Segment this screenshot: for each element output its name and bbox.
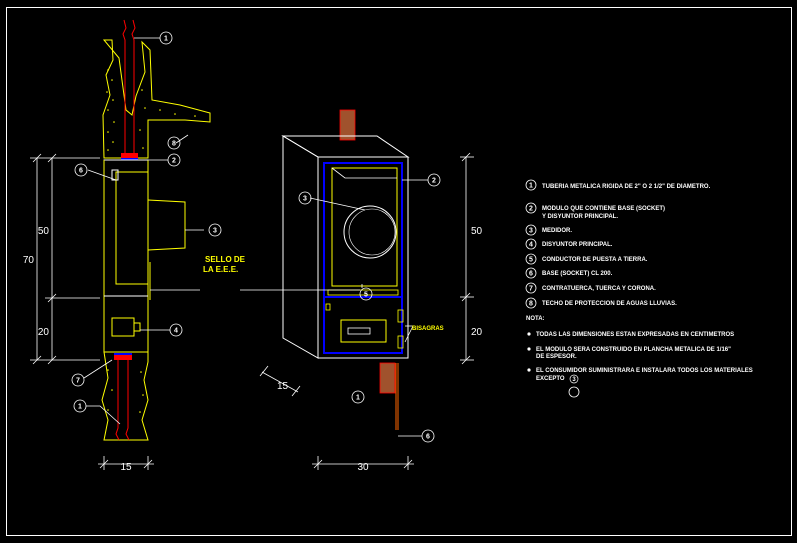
breaker-window [347, 327, 371, 335]
coupling-lower [114, 354, 132, 360]
balloon-6-iso: 6 [426, 434, 430, 441]
note-3-ref: 3 [572, 377, 576, 383]
box-front [317, 156, 409, 359]
balloon-7-left: 7 [76, 378, 80, 385]
dim-50-iso: 50 [471, 226, 483, 237]
legend-num-2: 2 [529, 206, 533, 213]
legend-num-4: 4 [529, 242, 533, 249]
lower-wall [101, 351, 149, 441]
legend-num-5: 5 [529, 257, 533, 264]
balloon-8-left: 8 [172, 141, 176, 148]
legend-text-3: MEDIDOR. [542, 228, 572, 234]
label-bisagras: BISAGRAS [412, 326, 444, 332]
conduit-lower [115, 360, 130, 441]
balloon-4-left: 4 [174, 328, 178, 335]
meter-profile [147, 199, 186, 251]
dim-20-left: 20 [38, 327, 50, 338]
upper-wall-hatch [106, 69, 196, 151]
dim-50-left: 50 [38, 226, 50, 237]
balloon-shapes [71, 31, 580, 443]
dim-20-iso: 20 [471, 327, 483, 338]
note-3b: EXCEPTO [536, 376, 565, 382]
legend-list: 1 TUBERIA METALICA RIGIDA DE 2" O 2 1/2"… [526, 183, 753, 384]
note-2: EL MODULO SERA CONSTRUIDO EN PLANCHA MET… [536, 347, 731, 353]
dimensions-left [30, 153, 154, 470]
upper-wall [102, 39, 211, 159]
breaker-section [111, 317, 135, 337]
balloon-1-iso: 1 [356, 395, 360, 402]
meter-box-section [103, 159, 149, 353]
note-1: TODAS LAS DIMENSIONES ESTAN EXPRESADAS E… [536, 332, 734, 338]
note-3: EL CONSUMIDOR SUMINISTRARA E INSTALARA T… [536, 368, 753, 374]
legend-num-7: 7 [529, 286, 533, 293]
legend-text-7: CONTRATUERCA, TUERCA Y CORONA. [542, 286, 656, 292]
legend-text-4: DISYUNTOR PRINCIPAL. [542, 242, 613, 248]
dimensions-iso [259, 152, 474, 470]
label-sello-line2: LA E.E.E. [203, 265, 238, 274]
nota-title: NOTA: [526, 316, 545, 322]
balloon-3-left: 3 [213, 228, 217, 235]
module-outline [323, 162, 403, 354]
balloon-2-left: 2 [172, 158, 176, 165]
coupling-upper [121, 153, 138, 159]
legend-text-8: TECHO DE PROTECCION DE AGUAS LLUVIAS. [542, 301, 677, 307]
balloon-3-iso: 3 [303, 196, 307, 203]
legend-text-6: BASE (SOCKET) CL 200. [542, 271, 613, 277]
breaker-panel [340, 319, 387, 343]
pipe-top [339, 109, 356, 141]
lower-wall-hatch [107, 369, 144, 413]
legend-text-5: CONDUCTOR DE PUESTA A TIERRA. [542, 257, 648, 263]
legend-num-3: 3 [529, 228, 533, 235]
legend-text-1: TUBERIA METALICA RIGIDA DE 2" O 2 1/2" D… [542, 184, 711, 190]
balloon-1-top: 1 [164, 36, 168, 43]
balloon-2-iso: 2 [432, 178, 436, 185]
note-2b: DE ESPESOR. [536, 354, 577, 360]
dim-30-iso: 30 [357, 462, 369, 473]
balloon-6-left: 6 [79, 168, 83, 175]
legend-bullets [527, 332, 531, 372]
drawing-frame [6, 7, 792, 536]
balloon-5-iso: 5 [364, 292, 368, 299]
dim-15-iso: 15 [277, 381, 289, 392]
legend-num-8: 8 [529, 301, 533, 308]
dim-15-left: 15 [120, 462, 132, 473]
hinge-lower [397, 335, 404, 349]
legend-text-2: MODULO QUE CONTIENE BASE (SOCKET) [542, 206, 665, 212]
conduit-upper [122, 19, 136, 155]
legend-text-2b: Y DISYUNTOR PRINCIPAL. [542, 214, 618, 220]
balloon-1-bottom: 1 [78, 404, 82, 411]
meter-window [331, 167, 398, 287]
legend-num-6: 6 [529, 271, 533, 278]
section-view [30, 19, 211, 470]
pipe-bottom [379, 362, 396, 394]
legend-num-1: 1 [529, 183, 533, 190]
hinge-upper [397, 309, 404, 323]
box-side [282, 135, 319, 359]
isometric-view [240, 109, 474, 470]
meter-circle [343, 205, 397, 259]
socket-section [115, 171, 149, 285]
label-sello-line1: SELLO DE [205, 255, 246, 264]
dim-70: 70 [23, 255, 35, 266]
